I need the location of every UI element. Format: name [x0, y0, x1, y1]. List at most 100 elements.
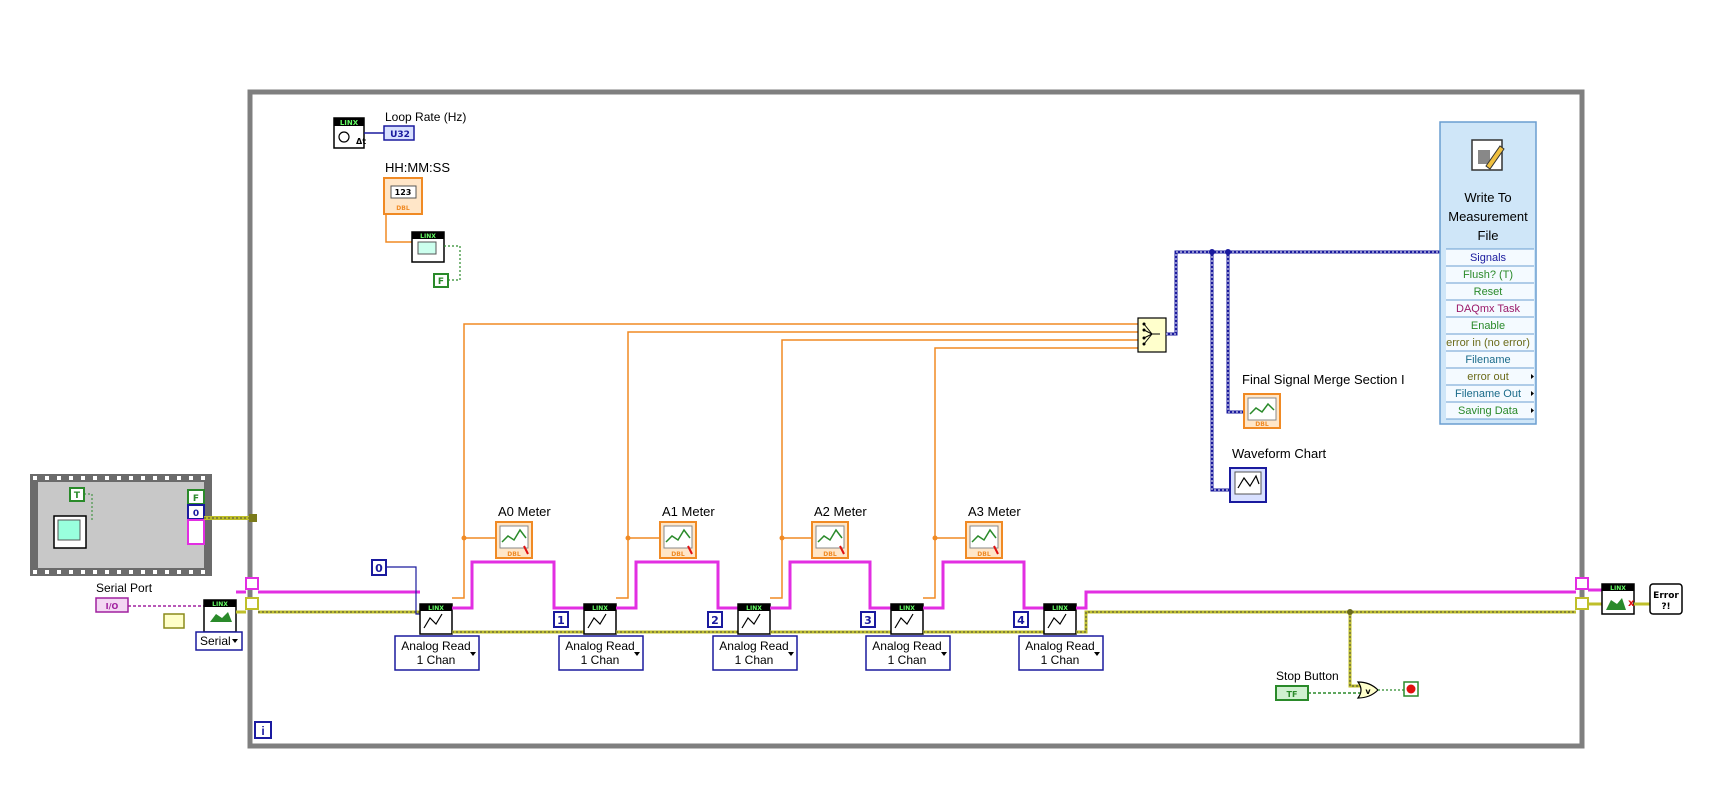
channel-constant-value: 3: [864, 614, 872, 627]
linx-close-vi[interactable]: LINX x: [1601, 583, 1635, 615]
stop-button-control[interactable]: TF: [1275, 685, 1309, 701]
analog-read-sub: 1 Chan: [1041, 653, 1080, 667]
chevron-down-icon: [634, 652, 640, 656]
svg-text:Error: Error: [1653, 591, 1679, 601]
meter-icon: [501, 528, 527, 543]
waveform-chart-indicator[interactable]: [1229, 467, 1267, 503]
final-merge-label: Final Signal Merge Section I: [1242, 372, 1405, 387]
meter-label-0: A0 Meter: [498, 504, 551, 519]
svg-text:DBL: DBL: [1255, 421, 1269, 428]
analog-read-vi-0[interactable]: LINX: [419, 603, 453, 635]
clock-icon: [338, 131, 350, 143]
chevron-down-icon: [941, 652, 947, 656]
svg-text:x: x: [1628, 598, 1635, 609]
terminal-reset[interactable]: Reset: [1440, 282, 1536, 301]
iteration-label: i: [261, 724, 264, 738]
serial-port-control[interactable]: I/O: [95, 597, 129, 613]
svg-text:T: T: [74, 491, 81, 501]
terminal-enable[interactable]: Enable: [1440, 316, 1536, 335]
dbl-tag: DBL: [977, 551, 991, 558]
while-loop[interactable]: i: [247, 89, 1585, 749]
channel-constant-value: 2: [711, 614, 719, 627]
svg-text:Measurement: Measurement: [1448, 209, 1528, 224]
analog-read-sub: 1 Chan: [735, 653, 774, 667]
terminal-label: DAQmx Task: [1456, 303, 1520, 315]
shift-register-right-pink[interactable]: [1575, 577, 1589, 590]
pencil-icon: [1485, 145, 1505, 170]
u32-type: U32: [390, 130, 410, 140]
channel-constant-1[interactable]: 1: [553, 611, 569, 628]
terminal-filename[interactable]: Filename: [1440, 350, 1536, 369]
loop-rate-indicator[interactable]: U32: [383, 125, 415, 141]
svg-text:I/O: I/O: [106, 602, 119, 611]
loop-condition-terminal[interactable]: [1403, 681, 1419, 697]
hhmmss-indicator[interactable]: 123 DBL: [383, 177, 423, 215]
terminal-signals[interactable]: Signals: [1440, 248, 1536, 267]
terminal-label: Enable: [1471, 320, 1505, 332]
chevron-down-icon: [1094, 652, 1100, 656]
shift-register-left-yellow[interactable]: [245, 597, 259, 610]
shift-register-right-yellow[interactable]: [1575, 597, 1589, 610]
final-merge-indicator[interactable]: DBL: [1243, 393, 1281, 429]
simple-error-handler[interactable]: Error ?!: [1649, 583, 1683, 615]
terminal-filename-out[interactable]: Filename Out: [1440, 384, 1536, 403]
channel-constant-0[interactable]: 0: [371, 559, 387, 576]
terminal-error-in-no-error[interactable]: error in (no error): [1440, 333, 1536, 352]
loop-rate-node[interactable]: LINX Δt: [333, 117, 366, 149]
svg-text:LINX: LINX: [1610, 585, 1626, 592]
terminal-daqmx-task[interactable]: DAQmx Task: [1440, 299, 1536, 318]
analog-read-vi-4[interactable]: LINX: [1043, 603, 1077, 635]
svg-text:Δt: Δt: [356, 137, 366, 146]
init-sequence-frame[interactable]: T F 0: [30, 474, 212, 576]
channel-constant-value: 1: [557, 614, 565, 627]
serial-dropdown[interactable]: Serial: [195, 631, 243, 651]
svg-text:0: 0: [193, 509, 199, 519]
waveform-chart-label: Waveform Chart: [1232, 446, 1327, 461]
terminal-label: Flush? (T): [1463, 269, 1513, 281]
linx-open-vi[interactable]: LINX: [203, 599, 237, 633]
svg-text:Serial: Serial: [200, 634, 231, 648]
linx-tag: LINX: [746, 605, 762, 612]
terminal-error-out[interactable]: error out: [1440, 367, 1536, 386]
num-type: 123: [395, 188, 412, 197]
or-function[interactable]: v: [1356, 681, 1379, 699]
meter-indicator-0[interactable]: DBL: [495, 521, 533, 559]
write-measurement-file-vi[interactable]: Write To Measurement File SignalsFlush? …: [1439, 121, 1537, 425]
meter-indicator-3[interactable]: DBL: [965, 521, 1003, 559]
terminal-flush-t[interactable]: Flush? (T): [1440, 265, 1536, 284]
visa-constant[interactable]: [163, 613, 185, 629]
svg-text:F: F: [193, 494, 199, 504]
svg-text:Write To: Write To: [1464, 190, 1511, 205]
meter-indicator-1[interactable]: DBL: [659, 521, 697, 559]
svg-text:?!: ?!: [1661, 602, 1670, 612]
channel-constant-4[interactable]: 4: [1013, 611, 1029, 628]
while-loop-border[interactable]: [247, 89, 1585, 749]
analog-read-vi-2[interactable]: LINX: [737, 603, 771, 635]
analog-read-vi-1[interactable]: LINX: [583, 603, 617, 635]
analog-read-vi-3[interactable]: LINX: [890, 603, 924, 635]
channel-constant-value: 4: [1017, 614, 1025, 627]
build-array-node[interactable]: [1137, 317, 1167, 353]
linx-time-vi[interactable]: LINX: [411, 231, 445, 263]
dbl-tag: DBL: [507, 551, 521, 558]
terminal-saving-data[interactable]: Saving Data: [1440, 401, 1536, 420]
channel-constant-2[interactable]: 2: [707, 611, 723, 628]
channel-constant-3[interactable]: 3: [860, 611, 876, 628]
meter-label-1: A1 Meter: [662, 504, 715, 519]
meter-label-3: A3 Meter: [968, 504, 1021, 519]
iteration-terminal[interactable]: [254, 721, 272, 739]
analog-read-sub: 1 Chan: [417, 653, 456, 667]
shift-register-left-pink[interactable]: [245, 577, 259, 590]
meter-indicator-2[interactable]: DBL: [811, 521, 849, 559]
false-constant-top[interactable]: F: [433, 273, 449, 288]
